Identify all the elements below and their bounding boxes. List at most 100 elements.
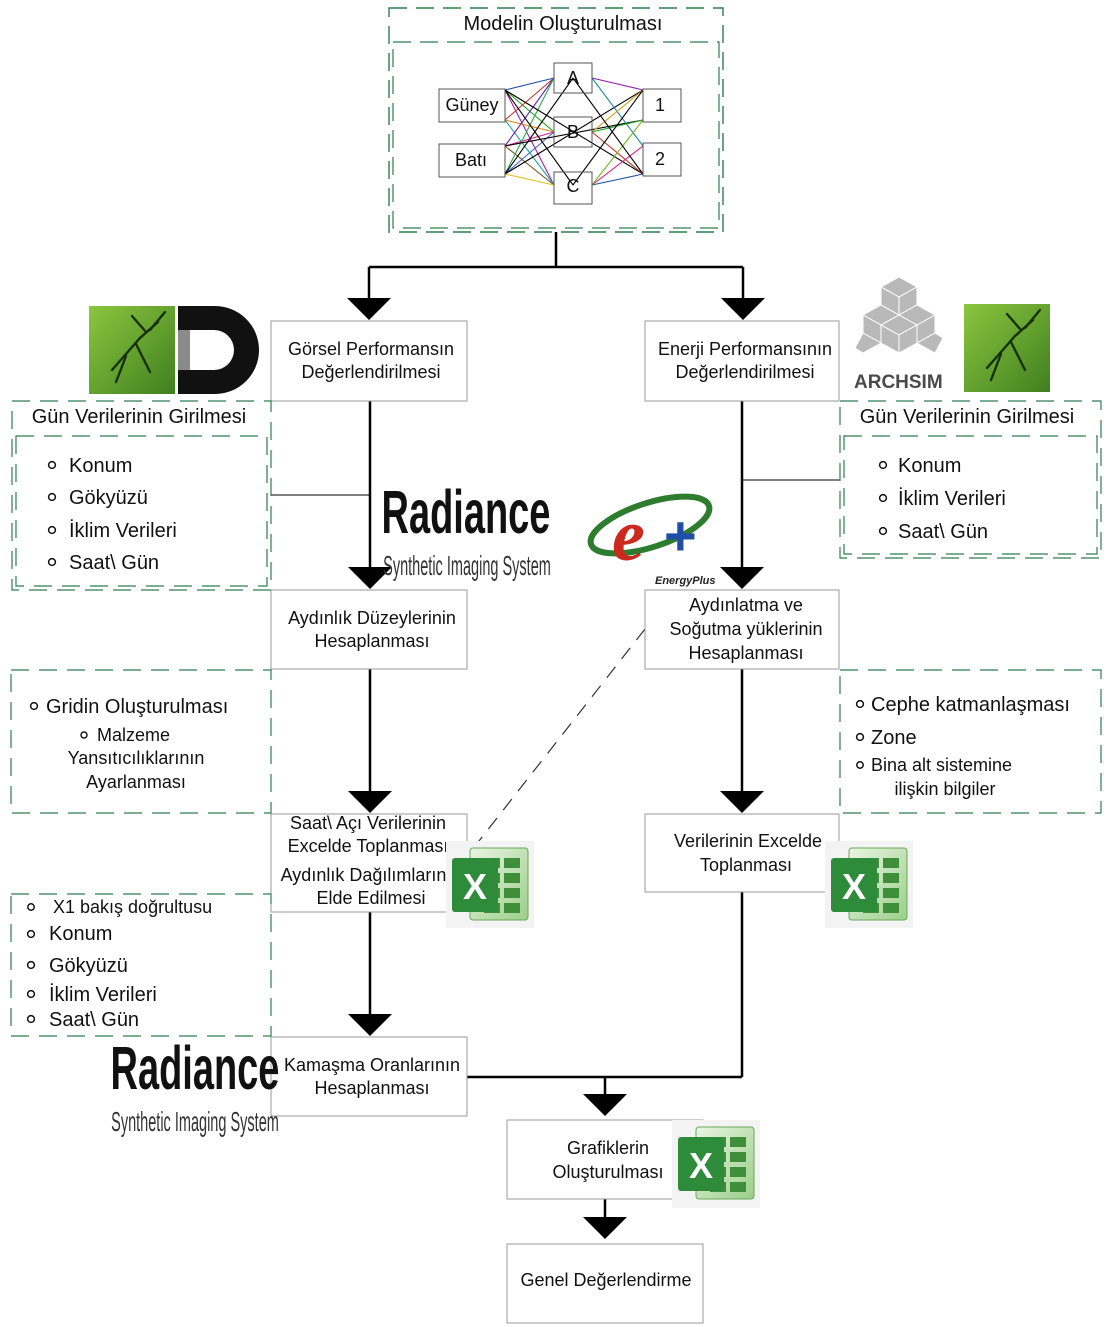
arrowhead-excel-data xyxy=(720,791,764,813)
box-visual-performance: Görsel Performansın Değerlendirilmesi xyxy=(270,320,468,402)
radiance-logo-upper: Radiance Synthetic Imaging System xyxy=(382,478,551,581)
facade-item: Zone xyxy=(871,727,917,749)
flow-arrowheads xyxy=(347,298,765,1239)
left-input-item: İklim Verileri xyxy=(69,519,177,542)
radiance-logo-lower-name: Radiance xyxy=(111,1034,280,1102)
grid-settings-panel: Gridin Oluşturulması Malzeme Yansıtıcılı… xyxy=(10,669,272,814)
box-charts-creation: Grafiklerin Oluşturulması xyxy=(506,1119,704,1200)
loads-box-line-2: Soğutma yüklerinin xyxy=(669,619,822,639)
excel-icon-left: X xyxy=(446,841,534,928)
right-input-panel: Gün Verilerinin Girilmesi Konum İklim Ve… xyxy=(839,400,1102,559)
arrowhead-general xyxy=(583,1217,627,1239)
node-label-a: A xyxy=(567,68,579,88)
model-connection-lines xyxy=(504,77,644,186)
view-settings-panel: X1 bakış doğrultusu Konum Gökyüzü İklim … xyxy=(10,893,272,1037)
right-input-list: Konum İklim Verileri Saat\ Gün xyxy=(878,455,1006,543)
visual-box-line-1: Görsel Performansın xyxy=(288,339,454,359)
excel-box-line-1: Verilerinin Excelde xyxy=(674,831,822,851)
arrowhead-illuminance xyxy=(348,567,392,589)
right-input-item: İklim Verileri xyxy=(898,487,1006,510)
angle-box-line-2: Excelde Toplanması xyxy=(288,836,449,856)
view-item: Saat\ Gün xyxy=(49,1009,139,1031)
model-outer-dashed-frame xyxy=(388,7,724,233)
number-label-2: 2 xyxy=(655,149,665,169)
energy-box-line-2: Değerlendirilmesi xyxy=(675,362,814,382)
direction-label-guney: Güney xyxy=(445,95,498,115)
charts-box-line-1: Grafiklerin xyxy=(567,1138,649,1158)
arrowhead-energy xyxy=(721,298,765,320)
illuminance-box-line-2: Hesaplanması xyxy=(314,631,429,651)
number-box-1 xyxy=(642,88,682,123)
daysim-logo xyxy=(178,306,259,394)
direction-box-bati xyxy=(438,143,506,178)
energy-box-line-1: Enerji Performansının xyxy=(658,339,832,359)
svg-text:+: + xyxy=(664,504,697,567)
grid-item-sub-line-3: Ayarlanması xyxy=(86,772,186,792)
box-excel-collection: Verilerinin Excelde Toplanması xyxy=(644,813,840,893)
glare-box-line-2: Hesaplanması xyxy=(314,1078,429,1098)
arrowhead-glare xyxy=(348,1014,392,1036)
radiance-logo-lower-subtitle: Synthetic Imaging System xyxy=(111,1106,279,1137)
box-glare-calculation: Kamaşma Oranlarının Hesaplanması xyxy=(270,1036,468,1117)
box-energy-performance: Enerji Performansının Değerlendirilmesi xyxy=(644,320,840,402)
number-box-2 xyxy=(642,142,682,177)
direction-box-guney xyxy=(438,88,506,123)
number-label-1: 1 xyxy=(655,95,665,115)
model-inner-dashed-frame xyxy=(392,41,720,229)
arrowhead-angle-data xyxy=(348,791,392,813)
excel-icon-bottom: X xyxy=(672,1120,760,1208)
svg-text:e: e xyxy=(612,495,645,577)
facade-item-continuation: ilişkin bilgiler xyxy=(894,779,995,799)
grasshopper-logo-left xyxy=(89,306,175,394)
node-box-a xyxy=(553,62,593,94)
arrowhead-charts xyxy=(583,1094,627,1116)
angle-box-line-1: Saat\ Açı Verilerinin xyxy=(290,813,446,833)
arrowhead-visual xyxy=(347,298,391,320)
view-item: İklim Verileri xyxy=(49,983,157,1006)
archsim-label: ARCHSIM xyxy=(854,372,943,393)
facade-item: Cephe katmanlaşması xyxy=(871,694,1070,716)
angle-box-line-4: Elde Edilmesi xyxy=(316,888,425,908)
angle-box-line-3: Aydınlık Dağılımlarının xyxy=(281,865,462,885)
left-input-list: Konum Gökyüzü İklim Verileri Saat\ Gün xyxy=(47,455,177,574)
node-box-c xyxy=(553,171,593,205)
excel-icon-bottom-letter: X xyxy=(689,1145,713,1186)
left-input-title: Gün Verilerinin Girilmesi xyxy=(32,406,247,428)
radiance-logo-lower: Radiance Synthetic Imaging System xyxy=(111,1034,280,1137)
left-input-item: Konum xyxy=(69,455,132,477)
arrowhead-loads xyxy=(720,567,764,589)
grid-item-main: Gridin Oluşturulması xyxy=(46,696,228,718)
right-input-item: Saat\ Gün xyxy=(898,521,988,543)
excel-icon-right: X xyxy=(825,841,913,928)
view-item: Gökyüzü xyxy=(49,955,128,977)
excel-icon-left-letter: X xyxy=(463,866,487,907)
node-label-b: B xyxy=(567,122,579,142)
loads-box-line-3: Hesaplanması xyxy=(688,643,803,663)
box-loads-calculation: Aydınlatma ve Soğutma yüklerinin Hesapla… xyxy=(644,589,840,670)
archsim-logo: ARCHSIM xyxy=(854,276,944,393)
visual-box-line-2: Değerlendirilmesi xyxy=(301,362,440,382)
model-title: Modelin Oluşturulması xyxy=(464,13,663,35)
grasshopper-logo-right xyxy=(964,304,1050,392)
energyplus-label: EnergyPlus xyxy=(655,575,716,587)
left-input-panel: Gün Verilerinin Girilmesi Konum Gökyüzü … xyxy=(11,400,272,591)
node-box-b xyxy=(553,116,593,148)
model-section: Modelin Oluşturulması xyxy=(388,7,724,233)
grid-item-sub-line-2: Yansıtıcılıklarının xyxy=(68,748,205,768)
excel-box-line-2: Toplanması xyxy=(700,855,792,875)
right-input-item: Konum xyxy=(898,455,961,477)
view-item: X1 bakış doğrultusu xyxy=(53,897,212,917)
facade-settings-panel: Cephe katmanlaşması Zone Bina alt sistem… xyxy=(839,669,1102,814)
glare-box-line-1: Kamaşma Oranlarının xyxy=(284,1055,460,1075)
loads-box-line-1: Aydınlatma ve xyxy=(689,595,803,615)
direction-label-bati: Batı xyxy=(455,150,487,170)
box-general-evaluation: Genel Değerlendirme xyxy=(506,1243,704,1324)
charts-box-line-2: Oluşturulması xyxy=(552,1162,663,1182)
box-illuminance-calculation: Aydınlık Düzeylerinin Hesaplanması xyxy=(270,589,468,670)
energyplus-logo: e + EnergyPlus xyxy=(587,493,716,587)
view-item: Konum xyxy=(49,923,112,945)
left-input-item: Gökyüzü xyxy=(69,487,148,509)
grid-item-sub-line-1: Malzeme xyxy=(97,725,170,745)
right-input-title: Gün Verilerinin Girilmesi xyxy=(860,406,1075,428)
